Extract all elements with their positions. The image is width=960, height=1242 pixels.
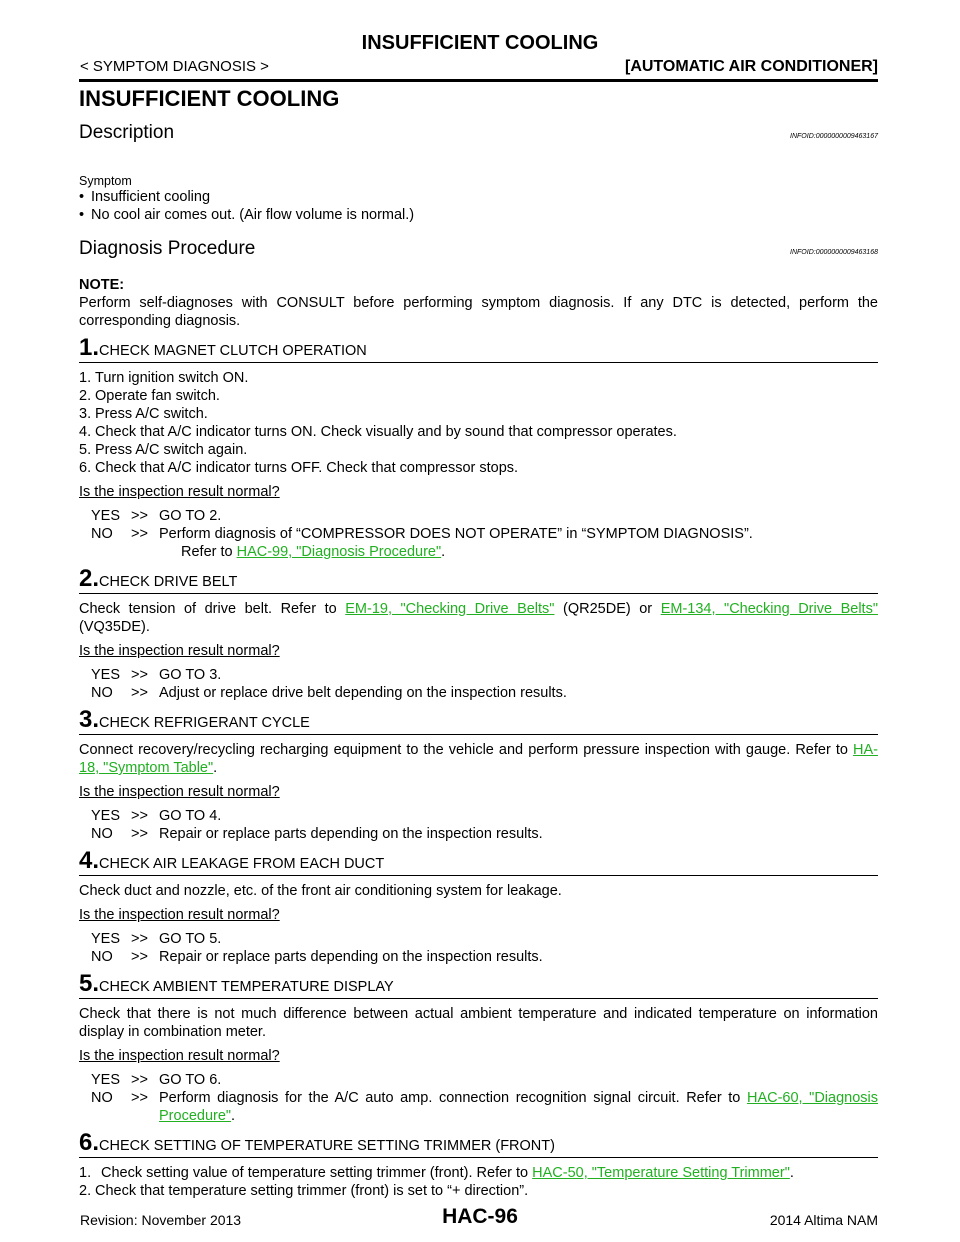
no-row: NO>> Perform diagnosis of “COMPRESSOR DO… [91,526,753,560]
step-2-text: Check tension of drive belt. Refer to EM… [79,601,878,635]
inspection-question: Is the inspection result normal? [79,1048,280,1064]
list-item: 2.Operate fan switch. [79,388,220,404]
list-item: •Insufficient cooling [79,189,211,205]
header-category-label: [AUTOMATIC AIR CONDITIONER] [624,58,878,75]
footer-revision: Revision: November 2013 [80,1212,242,1228]
yes-row: YES>>GO TO 5. [91,931,222,947]
no-row: NO>> Perform diagnosis for the A/C auto … [91,1090,878,1124]
step-3-heading: 3.CHECK REFRIGERANT CYCLE [79,708,878,735]
list-item: •No cool air comes out. (Air flow volume… [79,207,415,223]
list-item: 6.Check that A/C indicator turns OFF. Ch… [79,460,519,476]
procedure-heading-row: Diagnosis Procedure INFOID:0000000009463… [79,238,878,260]
note-label: NOTE: [79,277,125,293]
inspection-question: Is the inspection result normal? [79,643,280,659]
header-rule [79,79,878,82]
list-item: 1.Check setting value of temperature set… [79,1165,794,1181]
inspection-question: Is the inspection result normal? [79,784,280,800]
procedure-infoid: INFOID:0000000009463168 [790,249,878,256]
reference-link[interactable]: HAC-50, "Temperature Setting Trimmer" [532,1165,790,1181]
procedure-title: Diagnosis Procedure [79,238,256,259]
header-section-label: < SYMPTOM DIAGNOSIS > [80,58,269,75]
reference-link[interactable]: EM-19, "Checking Drive Belts" [345,601,555,617]
symptom-label: Symptom [79,174,132,188]
yes-row: YES>>GO TO 4. [91,808,222,824]
description-infoid: INFOID:0000000009463167 [790,133,878,140]
footer-page-number: HAC-96 [442,1205,518,1228]
document-body: INSUFFICIENT COOLING Description INFOID:… [79,86,878,1200]
step-4-heading: 4.CHECK AIR LEAKAGE FROM EACH DUCT [79,849,878,876]
step-2-heading: 2.CHECK DRIVE BELT [79,567,878,594]
step-5-text: Check that there is not much difference … [79,1006,878,1040]
footer-model: 2014 Altima NAM [769,1212,878,1228]
yes-row: YES>>GO TO 6. [91,1072,222,1088]
reference-link[interactable]: HA-18, "Symptom Table" [79,742,878,776]
page-header-title: INSUFFICIENT COOLING [361,32,599,54]
note-text: Perform self-diagnoses with CONSULT befo… [79,295,878,329]
list-item: 5.Press A/C switch again. [79,442,248,458]
no-row: NO>>Repair or replace parts depending on… [91,826,543,842]
list-item: 2.Check that temperature setting trimmer… [79,1183,529,1199]
description-title: Description [79,122,175,143]
step-5-heading: 5.CHECK AMBIENT TEMPERATURE DISPLAY [79,972,878,999]
reference-link[interactable]: HAC-99, "Diagnosis Procedure" [236,544,442,560]
yes-row: YES>>GO TO 2. [91,508,222,524]
reference-link[interactable]: HAC-60, "Diagnosis Procedure" [159,1090,878,1124]
description-heading-row: Description INFOID:0000000009463167 [79,122,878,144]
no-row: NO>>Adjust or replace drive belt dependi… [91,685,567,701]
step-1-heading: 1.CHECK MAGNET CLUTCH OPERATION [79,336,878,363]
inspection-question: Is the inspection result normal? [79,907,280,923]
yes-row: YES>>GO TO 3. [91,667,222,683]
inspection-question: Is the inspection result normal? [79,484,280,500]
no-row: NO>>Repair or replace parts depending on… [91,949,543,965]
list-item: 3.Press A/C switch. [79,406,208,422]
step-4-text: Check duct and nozzle, etc. of the front… [79,883,562,899]
list-item: 1.Turn ignition switch ON. [79,370,249,386]
step-3-text: Connect recovery/recycling recharging eq… [79,742,878,776]
list-item: 4.Check that A/C indicator turns ON. Che… [79,424,677,440]
main-title: INSUFFICIENT COOLING [79,86,340,111]
reference-link[interactable]: EM-134, "Checking Drive Belts" [660,601,878,617]
step-6-heading: 6.CHECK SETTING OF TEMPERATURE SETTING T… [79,1131,878,1158]
